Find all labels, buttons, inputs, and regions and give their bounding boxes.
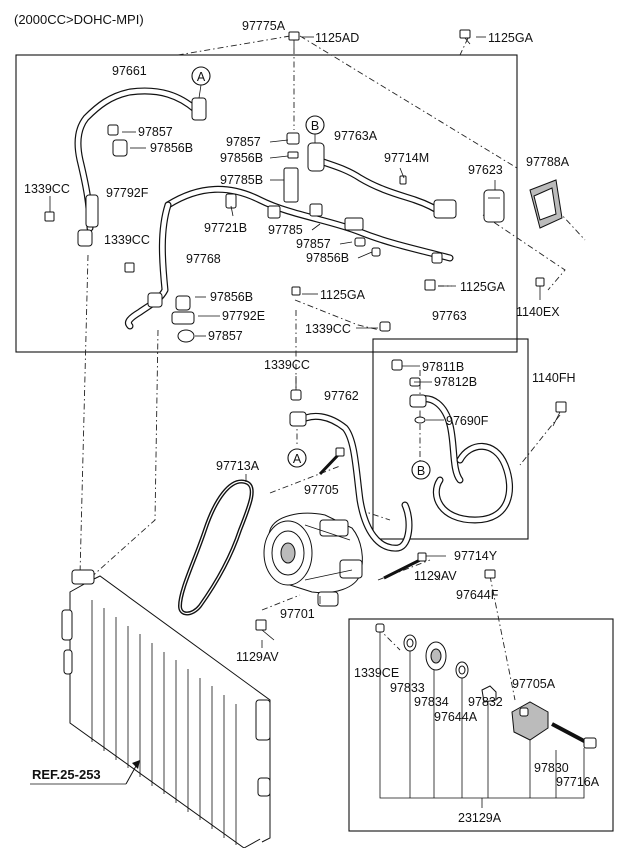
- label-97705: 97705: [304, 483, 339, 497]
- svg-text:B: B: [417, 464, 425, 478]
- label-97830: 97830: [534, 761, 569, 775]
- callout-b-bottom[interactable]: B: [411, 460, 431, 480]
- label-1125GA-top: 1125GA: [488, 31, 534, 45]
- label-97713A: 97713A: [216, 459, 260, 473]
- clutch-parts: [403, 634, 597, 749]
- label-1339CC-a: 1339CC: [24, 182, 70, 196]
- compressor-97701[interactable]: [263, 512, 363, 607]
- suction-hose-97763[interactable]: [391, 359, 514, 524]
- bolt-97714Y[interactable]: [383, 552, 427, 580]
- ref-label[interactable]: REF.25-253: [32, 767, 101, 782]
- label-97832: 97832: [468, 695, 503, 709]
- clutch-leaders: [379, 632, 585, 808]
- clutch-detail-frame: [348, 618, 614, 832]
- label-97705A: 97705A: [512, 677, 556, 691]
- label-97768: 97768: [186, 252, 221, 266]
- svg-text:B: B: [311, 119, 319, 133]
- upper-box-fittings: [44, 97, 457, 343]
- label-1339CC-d: 1339CC: [264, 358, 310, 372]
- label-1125GA-right: 1125GA: [460, 280, 506, 294]
- bolts: [255, 29, 567, 641]
- bolt-97705[interactable]: [318, 447, 345, 476]
- discharge-hose-97762[interactable]: [289, 411, 413, 552]
- label-97714Y: 97714Y: [454, 549, 498, 563]
- svg-text:A: A: [293, 452, 302, 466]
- label-97857-c: 97857: [296, 237, 331, 251]
- hose-detail-frame: [372, 338, 529, 540]
- label-1140EX: 1140EX: [516, 305, 560, 319]
- svg-text:A: A: [197, 70, 206, 84]
- label-97775A: 97775A: [242, 19, 286, 33]
- label-97721B: 97721B: [204, 221, 247, 235]
- pressure-switch-97623[interactable]: [483, 189, 505, 223]
- label-97785B: 97785B: [220, 173, 263, 187]
- label-97762: 97762: [324, 389, 359, 403]
- label-97812B: 97812B: [434, 375, 477, 389]
- label-97714M: 97714M: [384, 151, 429, 165]
- label-97763: 97763: [432, 309, 467, 323]
- label-97834: 97834: [414, 695, 449, 709]
- label-1140FH: 1140FH: [532, 371, 576, 385]
- label-97833: 97833: [390, 681, 425, 695]
- label-1339CC-c: 1339CC: [305, 322, 351, 336]
- label-97856B-a: 97856B: [150, 141, 193, 155]
- label-97857-d: 97857: [208, 329, 243, 343]
- label-1339CC-b: 1339CC: [104, 233, 150, 247]
- liquid-pipe-97721B[interactable]: [164, 185, 454, 262]
- label-97763A: 97763A: [334, 129, 378, 143]
- label-97661: 97661: [112, 64, 147, 78]
- callout-a-bottom[interactable]: A: [287, 448, 307, 468]
- liquid-pipe-97661[interactable]: [74, 87, 200, 232]
- label-97792E: 97792E: [222, 309, 265, 323]
- label-97856B-b: 97856B: [220, 151, 263, 165]
- upper-frame: [15, 54, 518, 353]
- label-97856B-d: 97856B: [210, 290, 253, 304]
- label-97792F: 97792F: [106, 186, 149, 200]
- label-97785: 97785: [268, 223, 303, 237]
- label-1129AV-a: 1129AV: [414, 569, 457, 583]
- label-1129AV-b: 1129AV: [236, 650, 279, 664]
- label-97788A: 97788A: [526, 155, 570, 169]
- label-23129A: 23129A: [458, 811, 502, 825]
- condenser[interactable]: [61, 569, 271, 849]
- drive-belt-97713A[interactable]: [177, 479, 254, 616]
- label-97701: 97701: [280, 607, 315, 621]
- callout-b-top[interactable]: B: [305, 115, 325, 143]
- suction-hose-97763A[interactable]: [314, 156, 449, 219]
- label-1125AD: 1125AD: [315, 31, 359, 45]
- label-1339CE: 1339CE: [354, 666, 399, 680]
- label-97811B: 97811B: [422, 360, 464, 374]
- label-97644F: 97644F: [456, 588, 499, 602]
- label-97623: 97623: [468, 163, 503, 177]
- label-97857-a: 97857: [138, 125, 173, 139]
- label-97857-b: 97857: [226, 135, 261, 149]
- callout-a-top[interactable]: A: [191, 66, 211, 99]
- label-97690F: 97690F: [446, 414, 489, 428]
- cover-97788A[interactable]: [529, 179, 563, 229]
- label-1125GA-mid: 1125GA: [320, 288, 366, 302]
- label-97644A: 97644A: [434, 710, 478, 724]
- label-leaders: [49, 36, 541, 648]
- engine-spec: (2000CC>DOHC-MPI): [14, 12, 144, 27]
- label-97856B-c: 97856B: [306, 251, 349, 265]
- ref-arrow: [30, 760, 140, 785]
- label-97716A: 97716A: [556, 775, 600, 789]
